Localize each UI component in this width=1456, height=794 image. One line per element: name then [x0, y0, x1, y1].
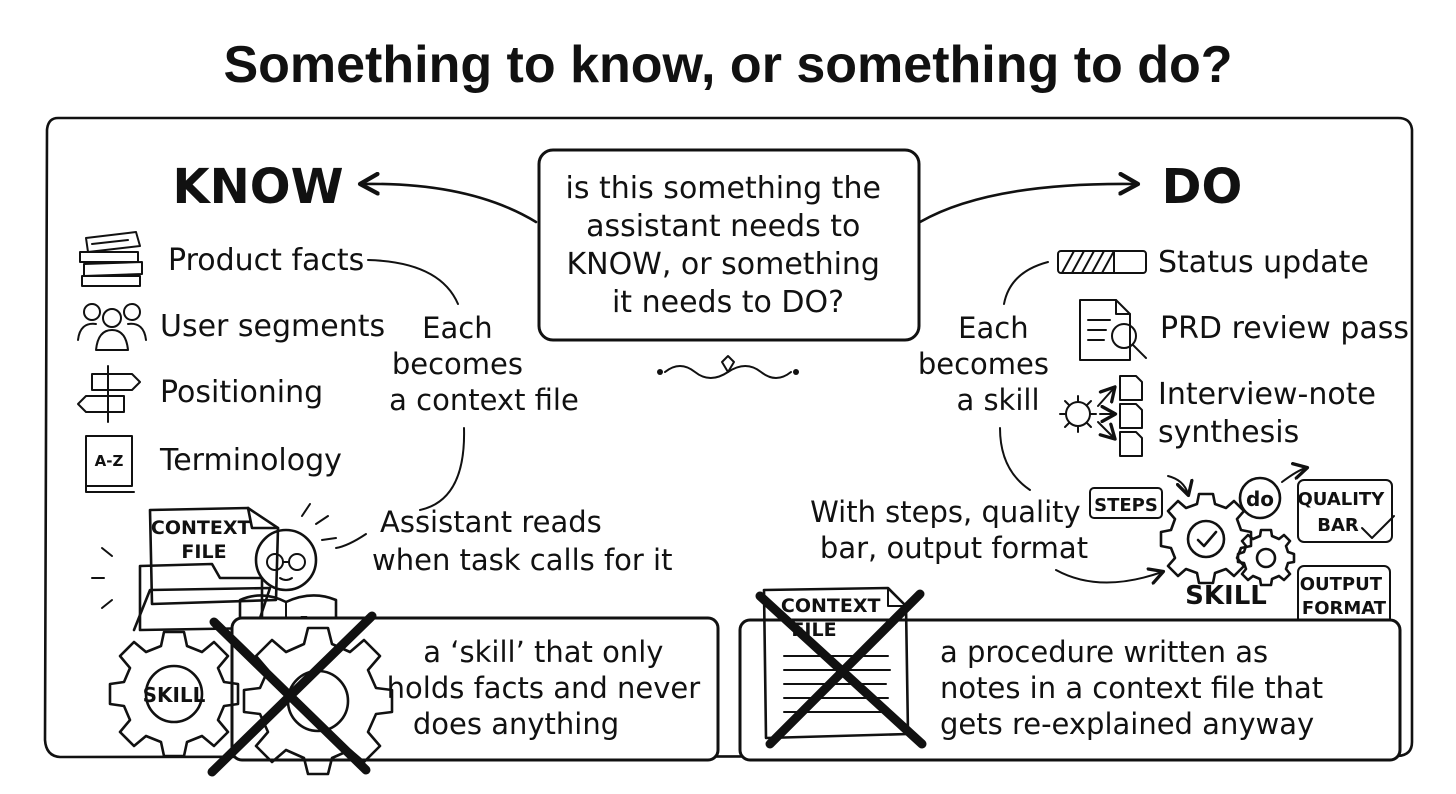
- do-becomes-text: Each becomes a skill: [918, 311, 1058, 417]
- document-search-icon: [1079, 299, 1147, 361]
- arrow-to-know: [362, 184, 538, 224]
- flourish-ornament: [657, 355, 799, 379]
- know-item-positioning: Positioning: [160, 375, 323, 410]
- context-folder-icon: CONTEXT FILE: [91, 506, 280, 632]
- know-cross-out-icon: [207, 611, 377, 777]
- signpost-icon: [77, 365, 141, 423]
- know-connector-top: [367, 259, 459, 305]
- know-becomes-text: Each becomes a context file: [389, 311, 579, 417]
- svg-text:OUTPUT FORMAT: OUTPUT FORMAT: [1300, 574, 1389, 619]
- arrow-to-do: [918, 184, 1136, 224]
- do-heading: DO: [1162, 159, 1243, 215]
- skill-gear-icon: SKILL: [108, 630, 240, 758]
- know-reads-text: Assistant reads when task calls for it: [372, 505, 672, 577]
- svg-text:QUALITY BAR: QUALITY BAR: [1297, 489, 1390, 536]
- svg-text:CONTEXT FILE: CONTEXT FILE: [151, 517, 257, 563]
- know-item-user-segments: User segments: [160, 309, 385, 344]
- steps-arrow: [1167, 475, 1188, 494]
- users-icon: [77, 303, 147, 351]
- svg-text:STEPS: STEPS: [1094, 495, 1158, 516]
- do-item-interview-synthesis: Interview-note synthesis: [1158, 377, 1385, 450]
- output-format-tag: OUTPUT FORMAT: [1297, 565, 1391, 661]
- know-item-terminology: Terminology: [159, 443, 342, 478]
- do-item-status-update: Status update: [1158, 245, 1369, 280]
- svg-text:do: do: [1246, 487, 1274, 511]
- reads-pointer: [335, 533, 367, 549]
- do-cross-out-icon: [755, 589, 927, 749]
- progress-bar-icon: [1057, 250, 1147, 274]
- svg-text:is this something the as: is this something the assistant needs to…: [566, 171, 891, 320]
- know-anti-pattern-text: a ‘skill’ that only holds facts and neve…: [387, 635, 710, 741]
- skill-gear-check-icon: SKILL: [1159, 492, 1296, 611]
- svg-text:A-Z: A-Z: [95, 452, 124, 470]
- do-connector-bottom: [999, 427, 1031, 491]
- do-item-prd-review: PRD review pass: [1160, 311, 1409, 346]
- do-anti-pattern-text: a procedure written as notes in a contex…: [940, 635, 1332, 741]
- gear-documents-icon: [1059, 375, 1143, 457]
- svg-text:SKILL: SKILL: [143, 683, 206, 707]
- bubble-arrow: [1281, 468, 1306, 483]
- know-connector-bottom: [419, 427, 466, 511]
- know-anti-pattern-box: [230, 616, 720, 762]
- arrow-to-skill: [1055, 570, 1162, 583]
- do-connector-top: [1003, 261, 1049, 305]
- quality-bar-tag: QUALITY BAR: [1297, 479, 1395, 543]
- center-question: is this something the assistant needs to…: [537, 148, 921, 342]
- steps-tag: STEPS: [1089, 487, 1163, 519]
- do-bubble: do: [1238, 476, 1282, 520]
- books-icon: [79, 231, 143, 287]
- skill-label: SKILL: [1185, 581, 1267, 611]
- know-item-product-facts: Product facts: [168, 243, 364, 278]
- do-with-text: With steps, quality bar, output format: [810, 495, 1090, 565]
- page-title: Something to know, or something to do?: [223, 36, 1232, 94]
- dictionary-icon: A-Z: [85, 435, 135, 493]
- know-heading: KNOW: [172, 159, 343, 215]
